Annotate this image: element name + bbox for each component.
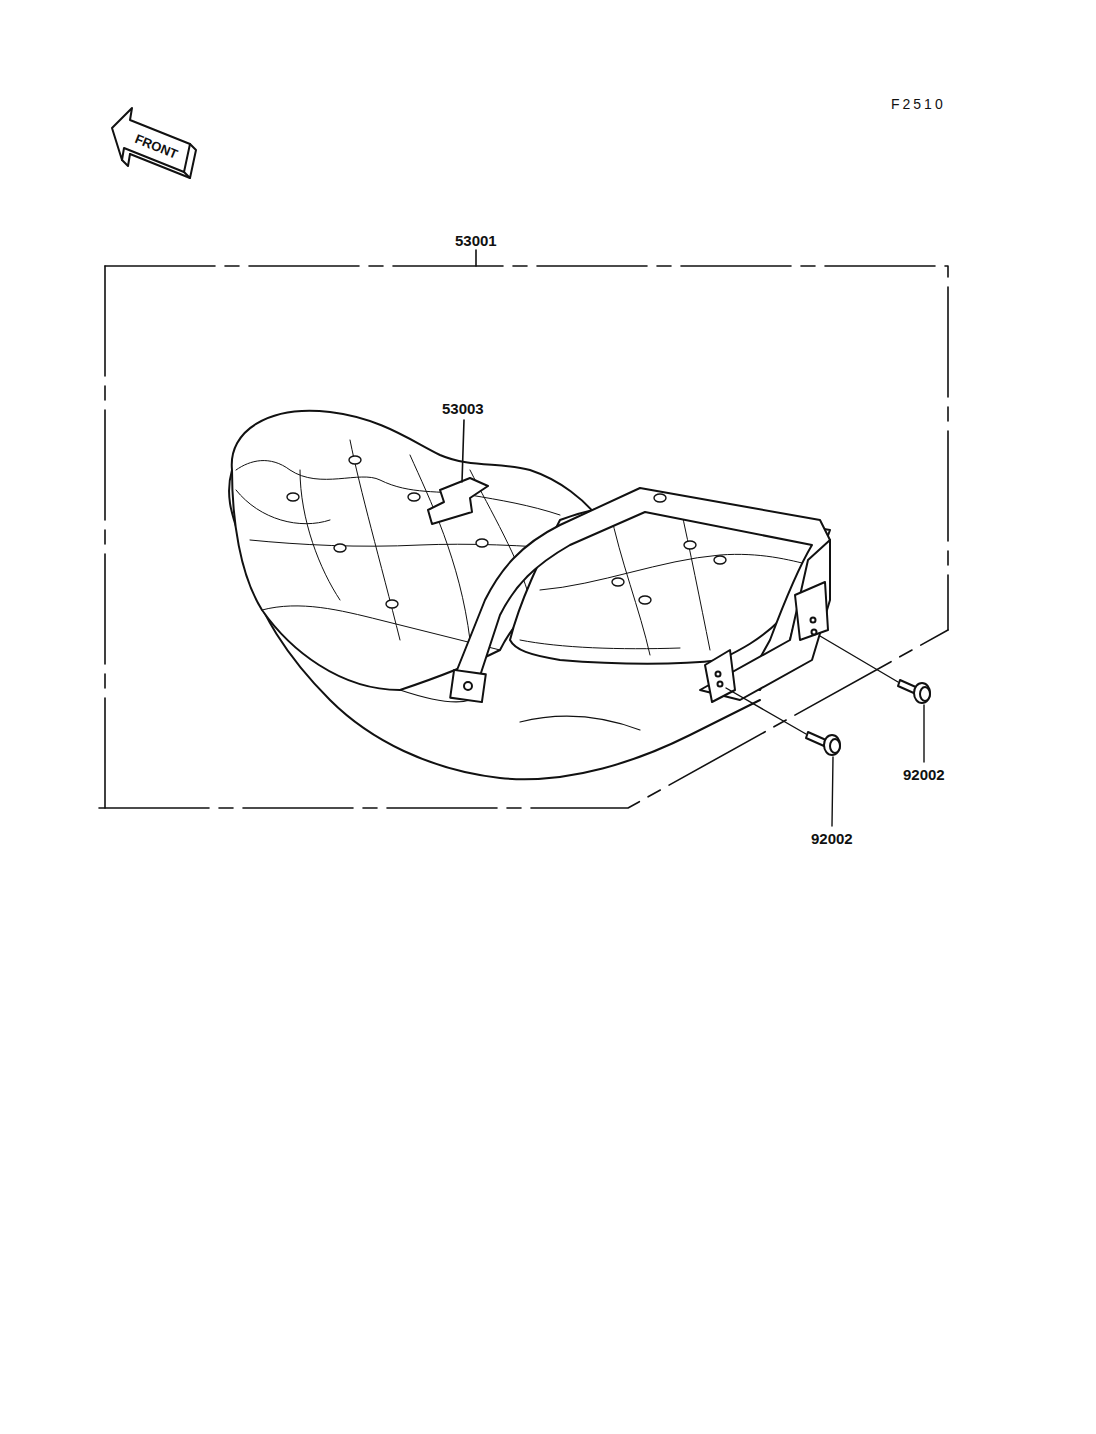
tuft-buttons bbox=[287, 456, 726, 608]
callout-number: 92002 bbox=[901, 766, 947, 783]
grab-rail bbox=[450, 488, 830, 702]
callout-number: 53001 bbox=[453, 232, 499, 249]
callout-number: 53003 bbox=[440, 400, 486, 417]
callout-number: 92002 bbox=[809, 830, 855, 847]
figure-code: F2510 bbox=[889, 96, 948, 112]
leader-line bbox=[475, 250, 477, 266]
assembly-bracket bbox=[99, 266, 948, 808]
bolt bbox=[806, 732, 840, 755]
leader-line bbox=[462, 420, 464, 482]
bolt bbox=[898, 680, 930, 703]
leader-line bbox=[726, 636, 924, 826]
front-arrow bbox=[112, 108, 196, 178]
